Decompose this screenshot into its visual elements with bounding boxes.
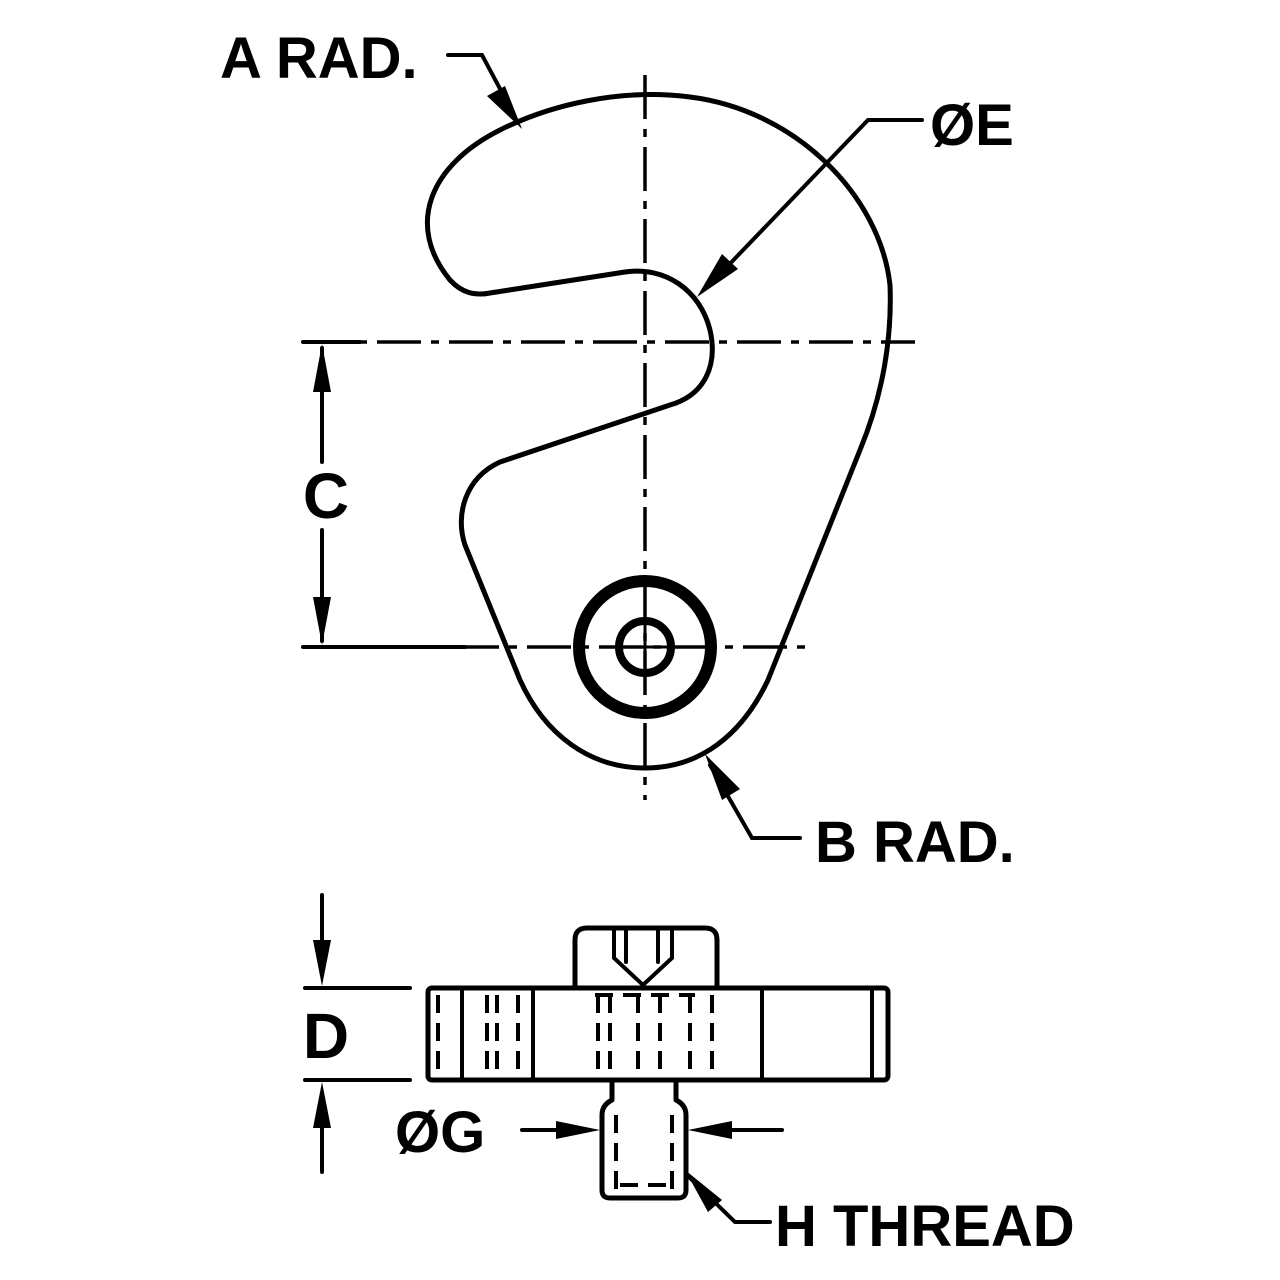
c-dim-label: C [303,460,349,532]
a-rad-arrow [487,86,522,129]
a-rad-label: A RAD. [220,26,418,91]
e-dia-arrow [697,254,738,297]
c-arrow-bottom [313,597,331,645]
bolt-shank [599,1077,689,1201]
e-dia-label: ØE [930,93,1014,158]
bolt-head-outer [573,575,717,719]
d-arrow-bottom [313,1082,331,1128]
side-view: D ØG H THREAD [303,893,1075,1259]
d-arrow-top [313,940,331,986]
g-arrow-right [688,1121,732,1139]
h-thread-label: H THREAD [775,1194,1075,1259]
g-arrow-left [556,1121,600,1139]
bolt-hole-inner [615,617,675,677]
c-arrow-top [313,344,331,392]
bolt-head-side [572,925,720,991]
b-rad-label: B RAD. [815,810,1015,875]
top-view: C A RAD. ØE B RAD. [220,26,1015,875]
g-dia-label: ØG [395,1100,485,1165]
cam-body-side [425,985,891,1083]
hex-socket-hidden [612,928,674,988]
cam-outline [424,92,893,771]
h-thread-arrow [685,1170,722,1212]
d-dim-label: D [303,1000,349,1072]
e-dia-leader [720,118,924,274]
b-rad-arrow [705,754,740,800]
